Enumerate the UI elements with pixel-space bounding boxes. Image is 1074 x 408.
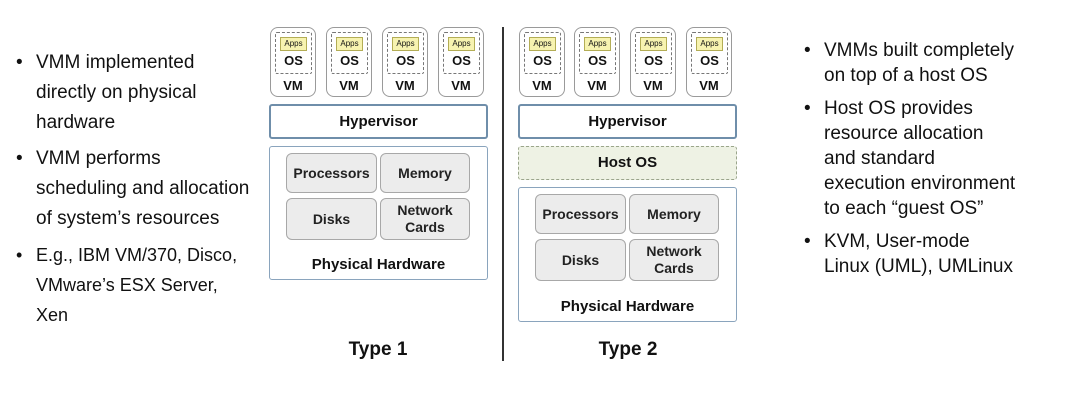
vm-label: VM bbox=[587, 78, 607, 93]
type2-physical-hardware: Processors Memory Disks Network Cards Ph… bbox=[518, 187, 737, 322]
right-bullet-3: KVM, User-mode Linux (UML), UMLinux bbox=[800, 229, 1020, 279]
apps-box: Apps bbox=[696, 37, 723, 51]
os-box: Apps OS bbox=[387, 32, 424, 74]
type2-processors: Processors bbox=[535, 194, 626, 234]
apps-box: Apps bbox=[529, 37, 556, 51]
type1-hardware-label: Physical Hardware bbox=[311, 256, 446, 273]
type1-network-cards: Network Cards bbox=[380, 198, 470, 240]
vm-label: VM bbox=[451, 78, 471, 93]
type2-vm-1: Apps OS VM bbox=[519, 27, 565, 97]
divider-line bbox=[502, 27, 504, 361]
type1-label: Type 1 bbox=[348, 339, 408, 360]
os-label: OS bbox=[452, 53, 471, 68]
left-bullet-1: VMM implemented directly on physical har… bbox=[12, 48, 252, 138]
type1-disks: Disks bbox=[286, 198, 377, 240]
apps-box: Apps bbox=[280, 37, 307, 51]
apps-box: Apps bbox=[584, 37, 611, 51]
os-label: OS bbox=[284, 53, 303, 68]
type1-memory: Memory bbox=[380, 153, 470, 193]
type2-vm-3: Apps OS VM bbox=[630, 27, 676, 97]
os-box: Apps OS bbox=[635, 32, 672, 74]
right-bullet-2: Host OS provides resource allocation and… bbox=[800, 96, 1020, 221]
os-box: Apps OS bbox=[331, 32, 368, 74]
type2-host-os: Host OS bbox=[518, 146, 737, 180]
type1-processors: Processors bbox=[286, 153, 377, 193]
apps-box: Apps bbox=[392, 37, 419, 51]
right-bullet-list: VMMs built completely on top of a host O… bbox=[800, 38, 1020, 287]
apps-box: Apps bbox=[336, 37, 363, 51]
os-label: OS bbox=[644, 53, 663, 68]
os-box: Apps OS bbox=[275, 32, 312, 74]
os-label: OS bbox=[588, 53, 607, 68]
right-bullet-1: VMMs built completely on top of a host O… bbox=[800, 38, 1020, 88]
type1-vm-1: Apps OS VM bbox=[270, 27, 316, 97]
type2-disks: Disks bbox=[535, 239, 626, 281]
vm-label: VM bbox=[395, 78, 415, 93]
vm-label: VM bbox=[339, 78, 359, 93]
type1-physical-hardware: Processors Memory Disks Network Cards Ph… bbox=[269, 146, 488, 280]
os-label: OS bbox=[396, 53, 415, 68]
type2-vm-2: Apps OS VM bbox=[574, 27, 620, 97]
left-bullet-3: E.g., IBM VM/370, Disco, VMware’s ESX Se… bbox=[12, 240, 252, 330]
os-box: Apps OS bbox=[691, 32, 728, 74]
os-box: Apps OS bbox=[579, 32, 616, 74]
type2-memory: Memory bbox=[629, 194, 719, 234]
left-bullet-2: VMM performs scheduling and allocation o… bbox=[12, 144, 252, 234]
vm-label: VM bbox=[532, 78, 552, 93]
type1-vm-2: Apps OS VM bbox=[326, 27, 372, 97]
os-label: OS bbox=[533, 53, 552, 68]
type2-network-cards: Network Cards bbox=[629, 239, 719, 281]
os-box: Apps OS bbox=[524, 32, 561, 74]
type2-hardware-label: Physical Hardware bbox=[560, 298, 695, 315]
type1-vm-4: Apps OS VM bbox=[438, 27, 484, 97]
os-label: OS bbox=[700, 53, 719, 68]
type1-vm-3: Apps OS VM bbox=[382, 27, 428, 97]
vm-label: VM bbox=[283, 78, 303, 93]
os-label: OS bbox=[340, 53, 359, 68]
type2-hypervisor: Hypervisor bbox=[518, 104, 737, 139]
apps-box: Apps bbox=[640, 37, 667, 51]
vm-label: VM bbox=[643, 78, 663, 93]
left-bullet-list: VMM implemented directly on physical har… bbox=[12, 48, 252, 336]
type1-hypervisor: Hypervisor bbox=[269, 104, 488, 139]
vm-label: VM bbox=[699, 78, 719, 93]
os-box: Apps OS bbox=[443, 32, 480, 74]
type2-vm-4: Apps OS VM bbox=[686, 27, 732, 97]
type2-label: Type 2 bbox=[598, 339, 658, 360]
apps-box: Apps bbox=[448, 37, 475, 51]
